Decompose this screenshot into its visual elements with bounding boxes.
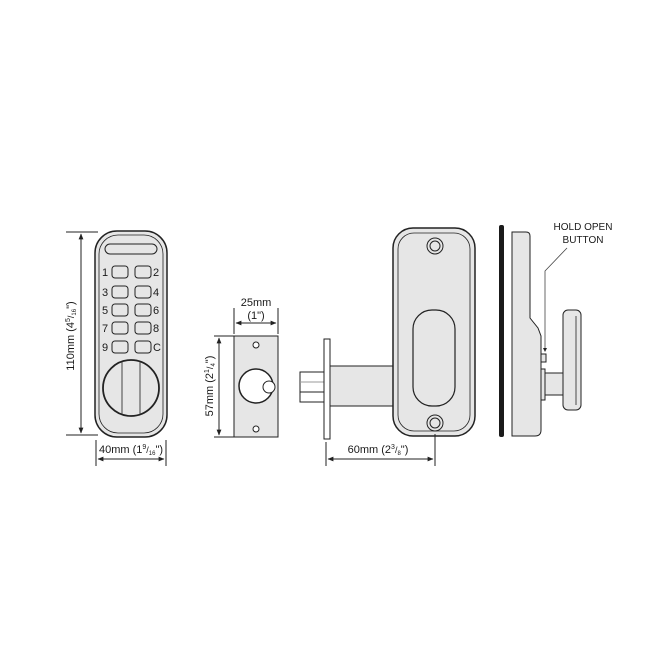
key-label: 6 xyxy=(153,305,159,317)
keypad-height-label: 110mm (45/16") xyxy=(65,301,78,370)
hold-open-button[interactable] xyxy=(540,353,547,363)
display-slot xyxy=(104,243,158,255)
key-9-button[interactable] xyxy=(111,340,129,354)
key-8-button[interactable] xyxy=(134,321,152,335)
rear-view: 60mm (23/8") xyxy=(299,227,476,466)
callout-label-line1: HOLD OPEN xyxy=(554,222,613,233)
key-label: 7 xyxy=(102,323,108,335)
key-4-button[interactable] xyxy=(134,285,152,299)
spindle-tail xyxy=(299,371,325,403)
keypad-width-label: 40mm (19/16") xyxy=(99,444,163,457)
key-6-button[interactable] xyxy=(134,303,152,317)
handle-recess xyxy=(412,309,456,407)
key-label: 9 xyxy=(102,342,108,354)
plate-width-inch-label: (1") xyxy=(247,310,264,322)
door-edge xyxy=(499,225,504,437)
inside-knob[interactable] xyxy=(562,309,582,411)
spindle-hole xyxy=(262,380,276,394)
screw-hole xyxy=(252,425,260,433)
plate-height-dimension: 57mm (21/4") xyxy=(204,335,236,438)
plate-width-label: 25mm xyxy=(241,297,272,309)
knob-shaft xyxy=(544,372,564,396)
key-label: 1 xyxy=(102,267,108,279)
latch-body xyxy=(329,365,397,407)
side-view: HOLD OPEN BUTTON xyxy=(499,222,612,437)
key-label: 3 xyxy=(102,287,108,299)
backset-dimension: 60mm (23/8") xyxy=(325,434,436,466)
key-label: 5 xyxy=(102,305,108,317)
latch-faceplate xyxy=(323,338,331,440)
keypad-height-dimension: 110mm (45/16") xyxy=(65,231,98,436)
backset-label: 60mm (23/8") xyxy=(348,444,409,457)
screw-hole xyxy=(252,341,260,349)
keypad-front-view: 110mm (45/16") 1 2 3 4 5 6 7 xyxy=(65,230,168,466)
hold-open-callout: HOLD OPEN BUTTON xyxy=(543,222,612,352)
outer-housing-side xyxy=(511,231,542,437)
plate-width-dimension: 25mm (1") xyxy=(233,297,279,334)
keypad-buttons: 1 2 3 4 5 6 7 8 9 C xyxy=(102,265,161,354)
key-label: C xyxy=(153,342,161,354)
key-5-button[interactable] xyxy=(111,303,129,317)
keypad-width-dimension: 40mm (19/16") xyxy=(95,440,167,466)
latch-plate-view: 25mm (1") 57mm (21/4") xyxy=(204,297,279,438)
key-label: 2 xyxy=(153,267,159,279)
key-label: 4 xyxy=(153,287,159,299)
callout-label-line2: BUTTON xyxy=(563,235,604,246)
key-7-button[interactable] xyxy=(111,321,129,335)
key-2-button[interactable] xyxy=(134,265,152,279)
plate-height-label: 57mm (21/4") xyxy=(204,356,217,417)
key-clear-button[interactable] xyxy=(134,340,152,354)
key-1-button[interactable] xyxy=(111,265,129,279)
key-3-button[interactable] xyxy=(111,285,129,299)
turn-knob[interactable] xyxy=(102,359,160,417)
key-label: 8 xyxy=(153,323,159,335)
